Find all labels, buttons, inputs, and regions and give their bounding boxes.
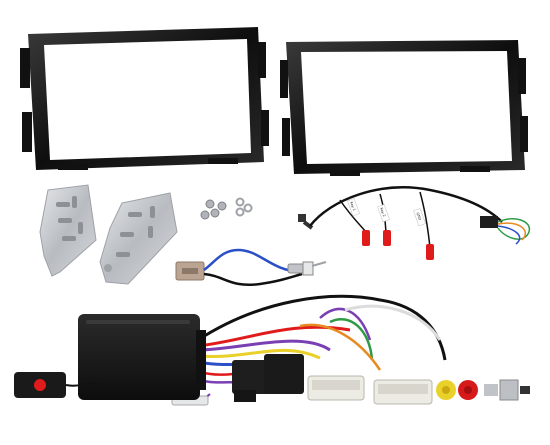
- iso-harness: [171, 294, 530, 406]
- double-din-fascia-right: [280, 40, 528, 176]
- wire-tag-key-1: Key 1: [349, 201, 356, 211]
- mounting-bracket-right: [99, 192, 178, 285]
- double-din-fascia-left: [20, 27, 269, 170]
- mounting-bracket-left: [39, 184, 97, 277]
- screws: [200, 197, 253, 220]
- antenna-adapter: [175, 248, 327, 287]
- wire-tag-gnd: GND: [415, 212, 422, 221]
- remote-button: [14, 372, 105, 398]
- steering-wheel-key-lead: Key 1 Key 2 GND: [298, 186, 531, 260]
- steering-wheel-interface-box: [78, 314, 206, 400]
- wire-tag-key-2: Key 2: [379, 207, 386, 217]
